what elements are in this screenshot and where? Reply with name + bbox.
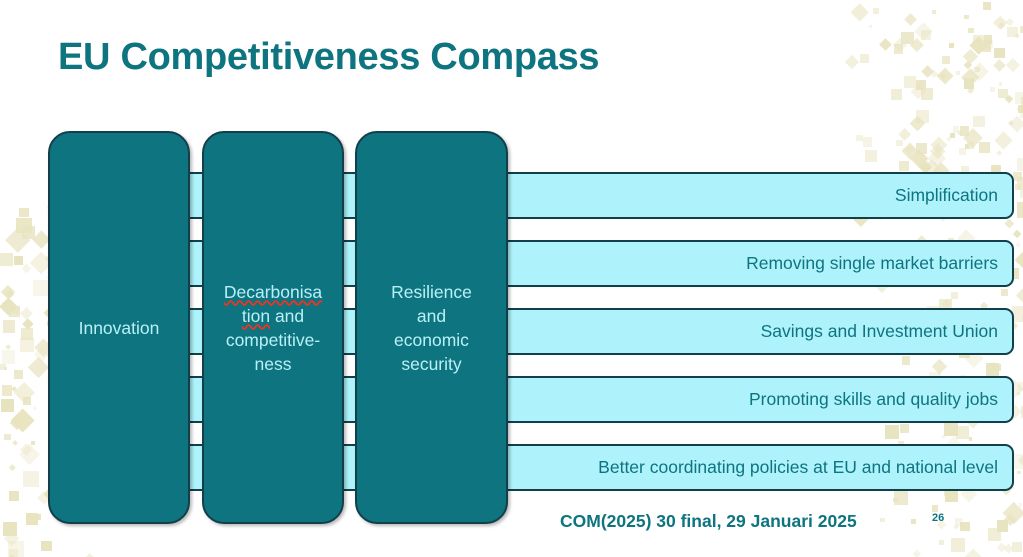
spellcheck-squiggle: Decarbonisa — [223, 281, 323, 302]
action-bar-label: Savings and Investment Union — [760, 321, 998, 341]
slide-number: 26 — [932, 512, 945, 524]
spellcheck-squiggle: tion — [241, 305, 271, 326]
action-bar-label: Better coordinating policies at EU and n… — [598, 457, 998, 477]
action-bar-label: Removing single market barriers — [746, 253, 998, 273]
action-bar-label: Simplification — [894, 185, 998, 205]
pillar-label: Innovation — [78, 317, 160, 338]
document-reference: COM(2025) 30 final, 29 Januari 2025 — [560, 511, 857, 531]
slide-title: EU Competitiveness Compass — [58, 36, 600, 78]
action-bar-label: Promoting skills and quality jobs — [748, 389, 998, 409]
pillar-innovation[interactable]: Innovation — [48, 131, 190, 524]
